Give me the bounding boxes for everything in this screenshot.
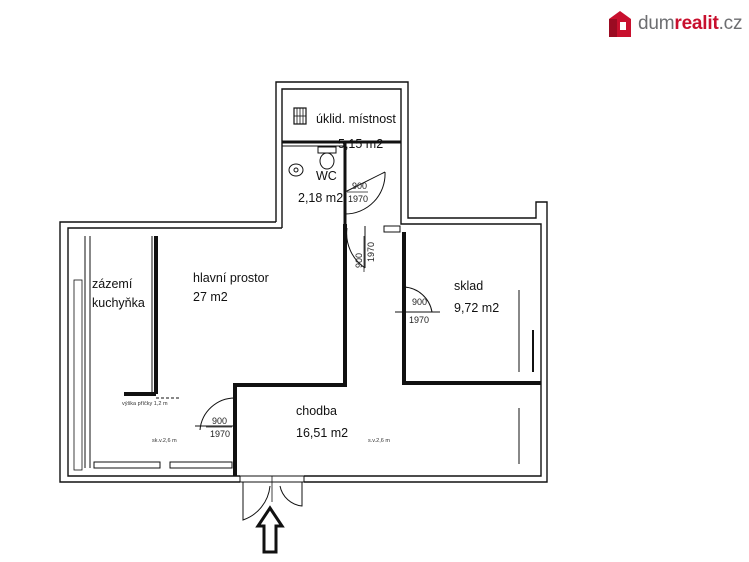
room-hlavni-area: 27 m2: [193, 290, 228, 304]
brand-logo[interactable]: dumrealit.cz: [608, 9, 742, 39]
brand-name-domain: .cz: [718, 13, 743, 34]
svg-text:1970: 1970: [409, 315, 429, 325]
note-kitchen-height: sk.v.2,6 m: [152, 438, 177, 444]
toilet-icon: [317, 146, 337, 170]
svg-text:1970: 1970: [348, 194, 368, 204]
svg-text:1970: 1970: [210, 429, 230, 439]
entrance-arrow-icon: [255, 505, 285, 554]
door-wc[interactable]: [344, 171, 386, 215]
door-label-vertical: 900 1970: [354, 236, 376, 272]
door-label-wc: 900 1970: [347, 181, 368, 204]
svg-text:900: 900: [354, 253, 364, 268]
basin-icon: [293, 107, 307, 125]
room-hlavni-name: hlavní prostor: [193, 271, 269, 285]
interior-walls: [84, 140, 541, 476]
brand-name-realit: realit: [674, 13, 719, 34]
svg-text:900: 900: [412, 297, 427, 307]
door-entrance[interactable]: [239, 475, 305, 521]
room-zazemi-line1: zázemí: [92, 277, 133, 291]
room-sklad-area: 9,72 m2: [454, 301, 499, 315]
svg-text:900: 900: [212, 416, 227, 426]
room-uklid-name: úklid. místnost: [316, 112, 396, 126]
door-chodba[interactable]: [195, 397, 236, 431]
room-uklid-area: 5,15 m2: [338, 137, 383, 151]
svg-text:900: 900: [352, 181, 367, 191]
note-chodba-height: s.v.2,6 m: [368, 438, 390, 444]
washbasin-icon: [288, 163, 304, 177]
brand-name: dumrealit.cz: [638, 13, 742, 35]
room-wc-name: WC: [316, 169, 337, 183]
room-wc-area: 2,18 m2: [298, 191, 343, 205]
house-icon: [609, 11, 631, 37]
room-chodba-name: chodba: [296, 404, 337, 418]
svg-text:1970: 1970: [366, 242, 376, 262]
room-chodba-area: 16,51 m2: [296, 426, 348, 440]
outer-walls: [59, 81, 548, 483]
note-partition: výška příčky 1,2 m: [122, 401, 168, 407]
door-label-sklad: 900 1970: [409, 297, 429, 325]
room-sklad-name: sklad: [454, 279, 483, 293]
door-hlavni[interactable]: [346, 226, 366, 269]
room-zazemi-line2: kuchyňka: [92, 296, 145, 310]
door-sklad[interactable]: [395, 286, 440, 313]
brand-name-dum: dum: [638, 13, 675, 34]
fixtures: [73, 225, 401, 471]
door-label-chodba: 900 1970: [206, 416, 232, 439]
